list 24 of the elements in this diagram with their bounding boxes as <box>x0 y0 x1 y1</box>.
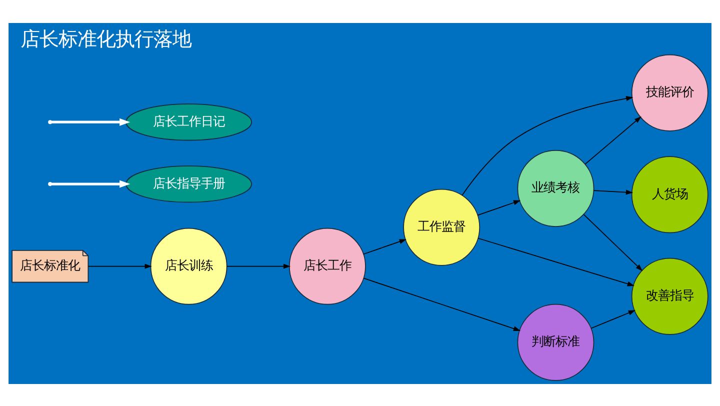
arrow <box>88 263 152 268</box>
arrow <box>477 200 521 216</box>
node-circle: 店长工作 <box>288 227 366 304</box>
arrow <box>462 96 634 196</box>
node-circle: 技能评价 <box>631 54 708 131</box>
arrow <box>478 237 634 286</box>
arrow <box>590 310 636 328</box>
node-circle: 工作监督 <box>403 188 480 266</box>
node-circle: 业绩考核 <box>517 149 594 226</box>
diagram-title: 店长标准化执行落地 <box>20 27 192 50</box>
node-circle: 判断标准 <box>517 303 594 380</box>
arrow <box>363 238 406 254</box>
node-circle: 人货场 <box>631 156 708 233</box>
arrow <box>226 263 291 268</box>
arrow <box>583 214 643 271</box>
arrow <box>363 277 521 331</box>
node-ellipse: 店长指导手册 <box>126 164 252 202</box>
arrow <box>52 180 130 188</box>
node-circle: 店长训练 <box>150 227 228 304</box>
arrow <box>594 189 634 194</box>
node-ellipse: 店长工作日记 <box>126 103 252 140</box>
node-circle: 改善指导 <box>631 257 708 334</box>
arrow <box>584 116 642 164</box>
arrow <box>52 118 130 126</box>
